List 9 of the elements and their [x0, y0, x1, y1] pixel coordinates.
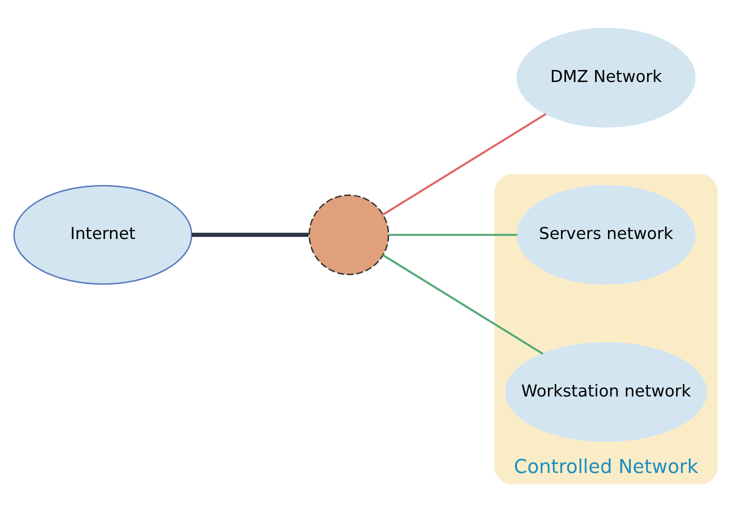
node-ellipse: Servers network: [516, 184, 696, 285]
node-circle: [308, 194, 390, 276]
connector: [192, 232, 309, 237]
node-ellipse: Internet: [13, 184, 192, 285]
connector: [382, 254, 544, 355]
connector: [388, 234, 518, 236]
node-ellipse: Workstation network: [505, 342, 708, 442]
node-ellipse: DMZ Network: [516, 28, 696, 128]
connector: [382, 113, 546, 216]
